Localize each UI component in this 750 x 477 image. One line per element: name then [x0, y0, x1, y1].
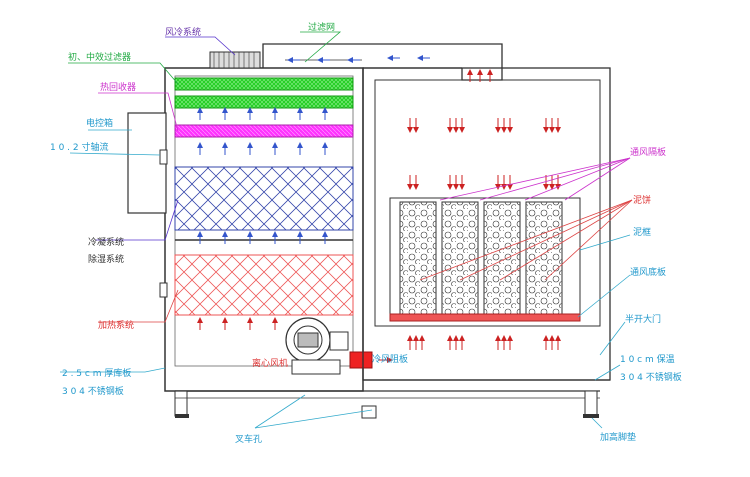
- prefilter-layer: [174, 77, 354, 91]
- filter-layer-2: [174, 95, 354, 109]
- label-foot-pads: 加高脚垫: [600, 431, 636, 443]
- leader-vent-plate: [577, 274, 631, 318]
- leader-filter-screen: [300, 31, 342, 63]
- label-dehumidify: 除湿系统: [88, 253, 124, 265]
- label-axial-fan: 1 0 . 2 寸轴流: [50, 141, 108, 153]
- label-insulation-2: 3 0 4 不锈钢板: [620, 371, 682, 383]
- drying-room: [175, 67, 611, 419]
- leader-condensing: [95, 199, 179, 241]
- leader-foot-pads: [591, 417, 603, 429]
- leader-heat-recovery: [98, 92, 179, 132]
- leader-mud-frame: [579, 234, 631, 251]
- label-insulation-1: 1 0 c m 保温: [620, 353, 675, 365]
- leader-wall-spec: [60, 367, 166, 373]
- mud-cake-4: [525, 201, 563, 315]
- label-control-box: 电控箱: [86, 117, 113, 129]
- label-wall-spec-2: 3 0 4 不锈钢板: [62, 385, 124, 397]
- heater-coil: [174, 254, 354, 316]
- label-mud-frame: 泥框: [633, 226, 651, 238]
- label-heating: 加热系统: [98, 319, 134, 331]
- mud-cake-3: [483, 201, 521, 315]
- airflow-arrows-blue: [197, 55, 430, 244]
- leader-mud-cake: [419, 199, 633, 281]
- vent-plate: [389, 313, 581, 322]
- airflow-arrows-red: [197, 69, 561, 363]
- label-wall-spec-1: 2 . 5 c m 厚库板: [62, 367, 131, 379]
- leader-insulation: [594, 364, 621, 381]
- label-forklift: 叉车孔: [235, 433, 262, 445]
- label-heat-recovery: 热回收器: [100, 81, 136, 93]
- label-prefilter: 初、中效过滤器: [68, 51, 131, 63]
- label-mud-cake: 泥饼: [633, 194, 651, 206]
- cold-air-damper: [349, 351, 373, 369]
- label-condensing: 冷凝系统: [88, 236, 124, 248]
- mud-cake-2: [441, 201, 479, 315]
- label-vent-plate: 通风底板: [630, 266, 666, 278]
- leader-forklift: [254, 394, 306, 429]
- leader-heating: [98, 289, 179, 323]
- leader-axial-fan: [69, 152, 161, 156]
- label-centrifugal-fan: 离心风机: [252, 357, 288, 369]
- label-air-cooling: 风冷系统: [165, 26, 201, 38]
- heat-recovery-layer: [174, 124, 354, 138]
- mud-cake-1: [399, 201, 437, 315]
- leader-air-cooling: [165, 36, 236, 56]
- label-half-door: 半开大门: [625, 313, 661, 325]
- machine-cabinet: [127, 51, 373, 418]
- condenser-coil: [174, 166, 354, 231]
- leader-prefilter: [68, 62, 179, 85]
- leader-baffle: [439, 157, 631, 201]
- air-cooling-unit: [209, 51, 261, 69]
- leader-forklift-2: [254, 409, 373, 429]
- label-damper: 冷风阻板: [372, 353, 408, 365]
- label-filter-screen: 过滤网: [308, 21, 335, 33]
- leader-half-door: [599, 321, 626, 356]
- centrifugal-fan: [285, 317, 349, 375]
- label-baffle: 通风隔板: [630, 146, 666, 158]
